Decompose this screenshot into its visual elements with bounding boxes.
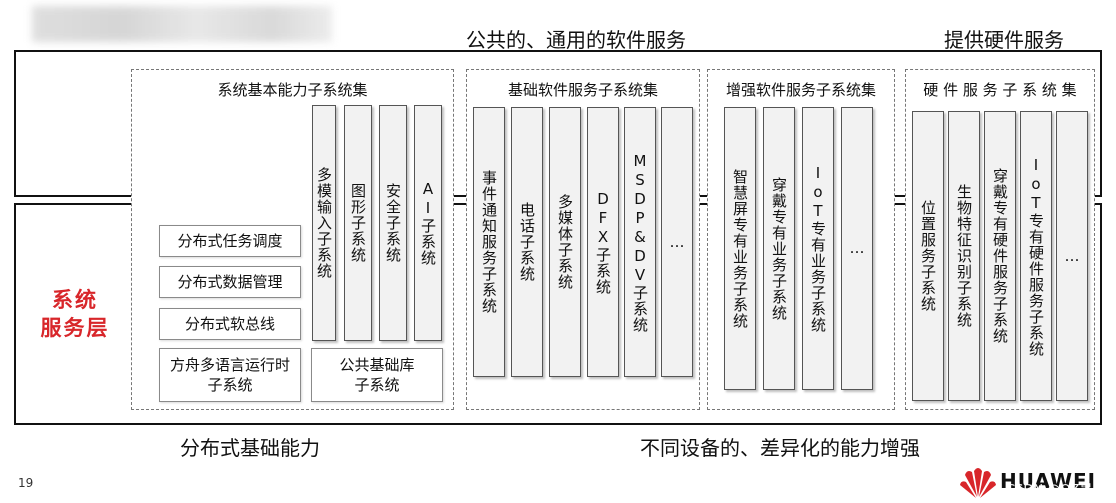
huawei-logo-text: HUAWEI [1000,469,1097,493]
column-label: DFX子系统 [594,189,612,295]
column-label: 电话子系统 [518,202,536,282]
column-multimodal-input: 多模输入子系统 [312,105,336,341]
column-label: 生物特征识别子系统 [955,184,973,328]
column-msdp-dv: MSDP&DV子系统 [624,107,656,377]
column-location: 位置服务子系统 [912,111,944,401]
column-more: … [661,107,693,377]
group-title: 基础软件服务子系统集 [507,81,658,99]
column-wearable-hardware: 穿戴专有硬件服务子系统 [984,111,1016,401]
column-label: 多模输入子系统 [315,167,333,279]
group-title: 硬 件 服 务 子 系 统 集 [923,81,1077,99]
column-label: 穿戴专有业务子系统 [770,176,788,321]
basic-capability-group: 系统基本能力子系统集 多模输入子系统 图形子系统 安全子系统 AI子系统 分布式… [131,69,454,410]
column-label: AI子系统 [419,180,437,266]
box-distributed-scheduling: 分布式任务调度 [159,225,301,257]
column-label: IoT专有业务子系统 [809,164,827,333]
column-label: 安全子系统 [384,183,402,263]
layer-name-line-1: 系统 [52,288,98,312]
box-distributed-data: 分布式数据管理 [159,266,301,298]
box-ark-runtime: 方舟多语言运行时 子系统 [159,348,301,402]
distributed-capability-label: 分布式基础能力 [180,436,320,460]
column-label: … [1063,246,1081,266]
foundation-software-group: 基础软件服务子系统集 事件通知服务子系统 电话子系统 多媒体子系统 DFX子系统… [466,69,700,410]
column-label: 多媒体子系统 [556,194,574,290]
column-iot-business: IoT专有业务子系统 [802,107,834,390]
column-wearable-business: 穿戴专有业务子系统 [763,107,795,390]
public-services-label: 公共的、通用的软件服务 [466,28,686,52]
column-label: IoT专有硬件服务子系统 [1027,155,1045,357]
box-common-base-library: 公共基础库 子系统 [311,348,443,402]
column-more: … [841,107,873,390]
column-label: 穿戴专有硬件服务子系统 [991,168,1009,344]
column-label: MSDP&DV子系统 [631,151,649,333]
column-label: … [848,239,866,258]
column-telephony: 电话子系统 [511,107,543,377]
column-dfx: DFX子系统 [587,107,619,377]
hardware-service-group: 硬 件 服 务 子 系 统 集 位置服务子系统 生物特征识别子系统 穿戴专有硬件… [905,69,1095,410]
column-security: 安全子系统 [379,105,407,341]
column-label: 事件通知服务子系统 [480,170,498,314]
layer-name-line-2: 服务层 [40,316,110,340]
huawei-logo: HUAWEI CSDN @OZ晨 [958,463,1108,499]
device-capability-label: 不同设备的、差异化的能力增强 [640,436,920,460]
blurred-title [32,6,332,42]
group-title: 增强软件服务子系统集 [725,81,876,99]
column-label: 图形子系统 [349,183,367,263]
column-label: 智慧屏专有业务子系统 [731,168,749,329]
page-number: 19 [18,476,34,490]
column-smart-screen: 智慧屏专有业务子系统 [724,107,756,390]
watermark-text: CSDN @OZ晨 [1006,483,1093,498]
box-distributed-softbus: 分布式软总线 [159,308,301,340]
enhanced-software-group: 增强软件服务子系统集 智慧屏专有业务子系统 穿戴专有业务子系统 IoT专有业务子… [707,69,895,410]
column-graphics: 图形子系统 [344,105,372,341]
group-title: 系统基本能力子系统集 [217,81,368,99]
huawei-flower-icon [960,468,996,498]
column-event-notification: 事件通知服务子系统 [473,107,505,377]
column-biometric: 生物特征识别子系统 [948,111,980,401]
column-multimedia: 多媒体子系统 [549,107,581,377]
column-ai: AI子系统 [414,105,442,341]
column-more: … [1056,111,1088,401]
hardware-services-label: 提供硬件服务 [944,28,1064,52]
system-service-layer-label: 系统 服务层 [30,286,120,342]
column-iot-hardware: IoT专有硬件服务子系统 [1020,111,1052,401]
column-label: 位置服务子系统 [919,200,937,312]
column-label: … [668,232,686,252]
